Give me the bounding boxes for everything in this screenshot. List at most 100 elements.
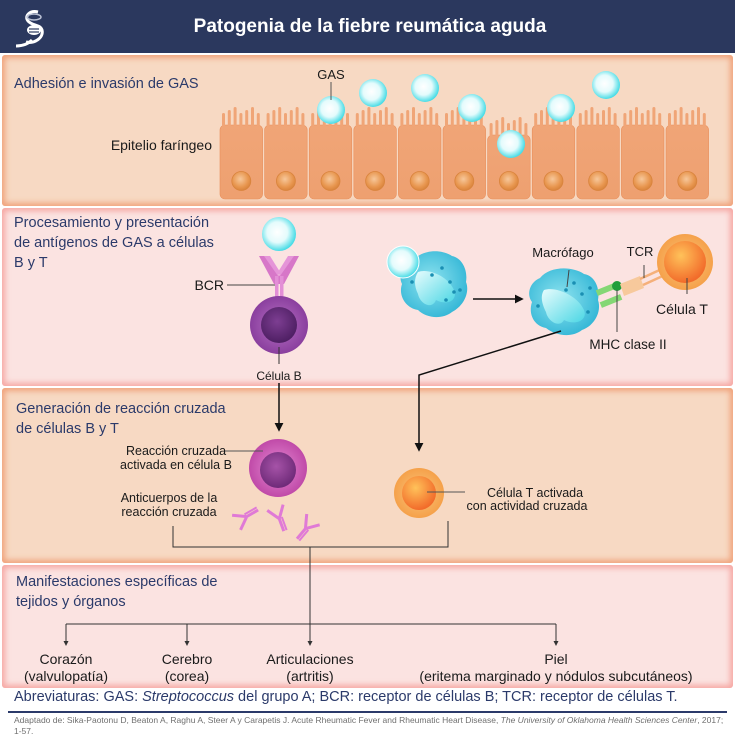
- title-line: B y T: [14, 255, 48, 271]
- macrophage-presenting: [529, 268, 600, 336]
- section-antigen-presentation: Procesamiento y presentación de antígeno…: [2, 208, 733, 386]
- cilium: [534, 113, 538, 127]
- cilium: [379, 110, 382, 127]
- b-cell-label: Célula B: [256, 369, 301, 383]
- cilium: [590, 107, 594, 127]
- epithelial-nucleus: [275, 171, 296, 191]
- cilium: [423, 110, 427, 127]
- activated-t-cell-label-line2: con actividad cruzada: [467, 499, 588, 513]
- title-line: Generación de reacción cruzada: [16, 401, 226, 417]
- gas-bacterium: [359, 79, 387, 107]
- gas-bacterium: [458, 94, 486, 122]
- section-title-adhesion: Adhesión e invasión de GAS: [14, 76, 199, 92]
- cilium: [602, 110, 605, 127]
- cilium: [652, 107, 656, 127]
- macrophage-label: Macrófago: [532, 245, 593, 260]
- section-title-cross-reaction: Generación de reacción cruzada de célula…: [16, 399, 226, 439]
- antibody-arm: [231, 513, 247, 518]
- cilium: [346, 113, 349, 127]
- cilium: [278, 107, 282, 127]
- activated-t-cell-label-line1: Célula T activada: [487, 486, 583, 500]
- cilium: [679, 107, 683, 127]
- antibody-arm: [239, 516, 248, 531]
- outcome-joints-name: Articulaciones: [266, 651, 353, 667]
- cilium: [613, 113, 617, 127]
- header-bar: Patogenia de la fiebre reumática aguda: [0, 0, 735, 53]
- citation-journal: The University of Oklahoma Health Scienc…: [500, 715, 698, 725]
- antibody-stem: [277, 517, 286, 532]
- society-logo-icon: [15, 10, 44, 48]
- outcome-skin-detail: (eritema marginado y nódulos subcutáneos…: [419, 668, 692, 684]
- cilium: [697, 107, 700, 127]
- cilium: [524, 123, 528, 137]
- gas-bacterium: [317, 96, 345, 124]
- activated-b-cell-label-line2: activada en célula B: [120, 458, 232, 472]
- citation: Adaptado de: Sika-Paotonu D, Beaton A, R…: [14, 715, 724, 737]
- epithelial-nucleus: [320, 171, 341, 191]
- cilium: [245, 110, 249, 127]
- cilium: [289, 110, 293, 127]
- antibody-arm: [266, 509, 280, 520]
- outcome-heart-detail: (valvulopatía): [24, 668, 108, 684]
- section-title-antigen-presentation: Procesamiento y presentación de antígeno…: [14, 213, 214, 273]
- title-line: Manifestaciones específicas de: [16, 574, 218, 590]
- antibody-icon: [231, 506, 259, 531]
- activated-b-cell-label-line1: Reacción cruzada: [126, 444, 226, 458]
- cilium: [646, 110, 650, 127]
- abbreviations-italic: Streptococcus: [142, 689, 235, 705]
- page-title: Patogenia de la fiebre reumática aguda: [193, 16, 547, 37]
- pharyngeal-epithelium: [219, 107, 709, 200]
- antibody-stem: [244, 506, 258, 516]
- cilium: [623, 113, 627, 127]
- cilium: [607, 107, 611, 127]
- cilium: [668, 113, 671, 127]
- cilium: [390, 113, 394, 127]
- epithelium-label: Epitelio faríngeo: [111, 137, 212, 153]
- outcome-joints-detail: (artritis): [286, 668, 333, 684]
- bcr-label: BCR: [194, 277, 224, 293]
- epithelial-nucleus: [498, 171, 519, 191]
- gas-bacterium: [547, 94, 575, 122]
- gas-bacterium: [386, 245, 420, 279]
- citation-tail: , 2017; 1-57.: [14, 715, 724, 736]
- cilium: [673, 110, 677, 127]
- cilium: [640, 113, 644, 127]
- cilium: [702, 113, 706, 127]
- cilium: [635, 107, 638, 127]
- antibody-stem: [280, 516, 288, 531]
- cilium: [400, 113, 404, 127]
- cilium: [495, 120, 499, 137]
- epithelial-nucleus: [588, 171, 608, 191]
- cilium: [540, 110, 543, 127]
- bcr-receptor: [259, 256, 299, 302]
- cilium: [233, 107, 237, 127]
- cilium: [222, 113, 225, 127]
- cilium: [450, 110, 454, 127]
- outcome-brain-name: Cerebro: [162, 651, 213, 667]
- cilium: [658, 113, 662, 127]
- cilium: [596, 113, 600, 127]
- cilium: [578, 113, 582, 127]
- epithelial-nucleus: [677, 171, 698, 191]
- antibody-arm: [278, 504, 285, 519]
- divider: [8, 711, 727, 713]
- gas-bacterium: [592, 71, 620, 99]
- cilium: [412, 107, 415, 127]
- t-cell-label: Célula T: [656, 301, 708, 317]
- t-cell-activation-arrow: [414, 330, 562, 452]
- abbreviations-line: Abreviaturas: GAS: Streptococcus del gru…: [14, 689, 724, 705]
- mhc-label: MHC clase II: [589, 337, 666, 352]
- citation-text: Adaptado de: Sika-Paotonu D, Beaton A, R…: [14, 715, 501, 725]
- antibody-icon: [266, 504, 288, 532]
- activated-t-cell-nucleus: [402, 476, 436, 510]
- outcome-heart-name: Corazón: [40, 651, 93, 667]
- cilium: [311, 113, 315, 127]
- section-manifestations: Manifestaciones específicas de tejidos y…: [2, 565, 733, 688]
- antibody-stem: [298, 529, 310, 542]
- outcome-skin-name: Piel: [544, 651, 567, 667]
- activated-b-cell-nucleus: [260, 452, 296, 488]
- cilium: [266, 113, 270, 127]
- cilium: [584, 110, 588, 127]
- gas-bacteria-group: [317, 71, 620, 158]
